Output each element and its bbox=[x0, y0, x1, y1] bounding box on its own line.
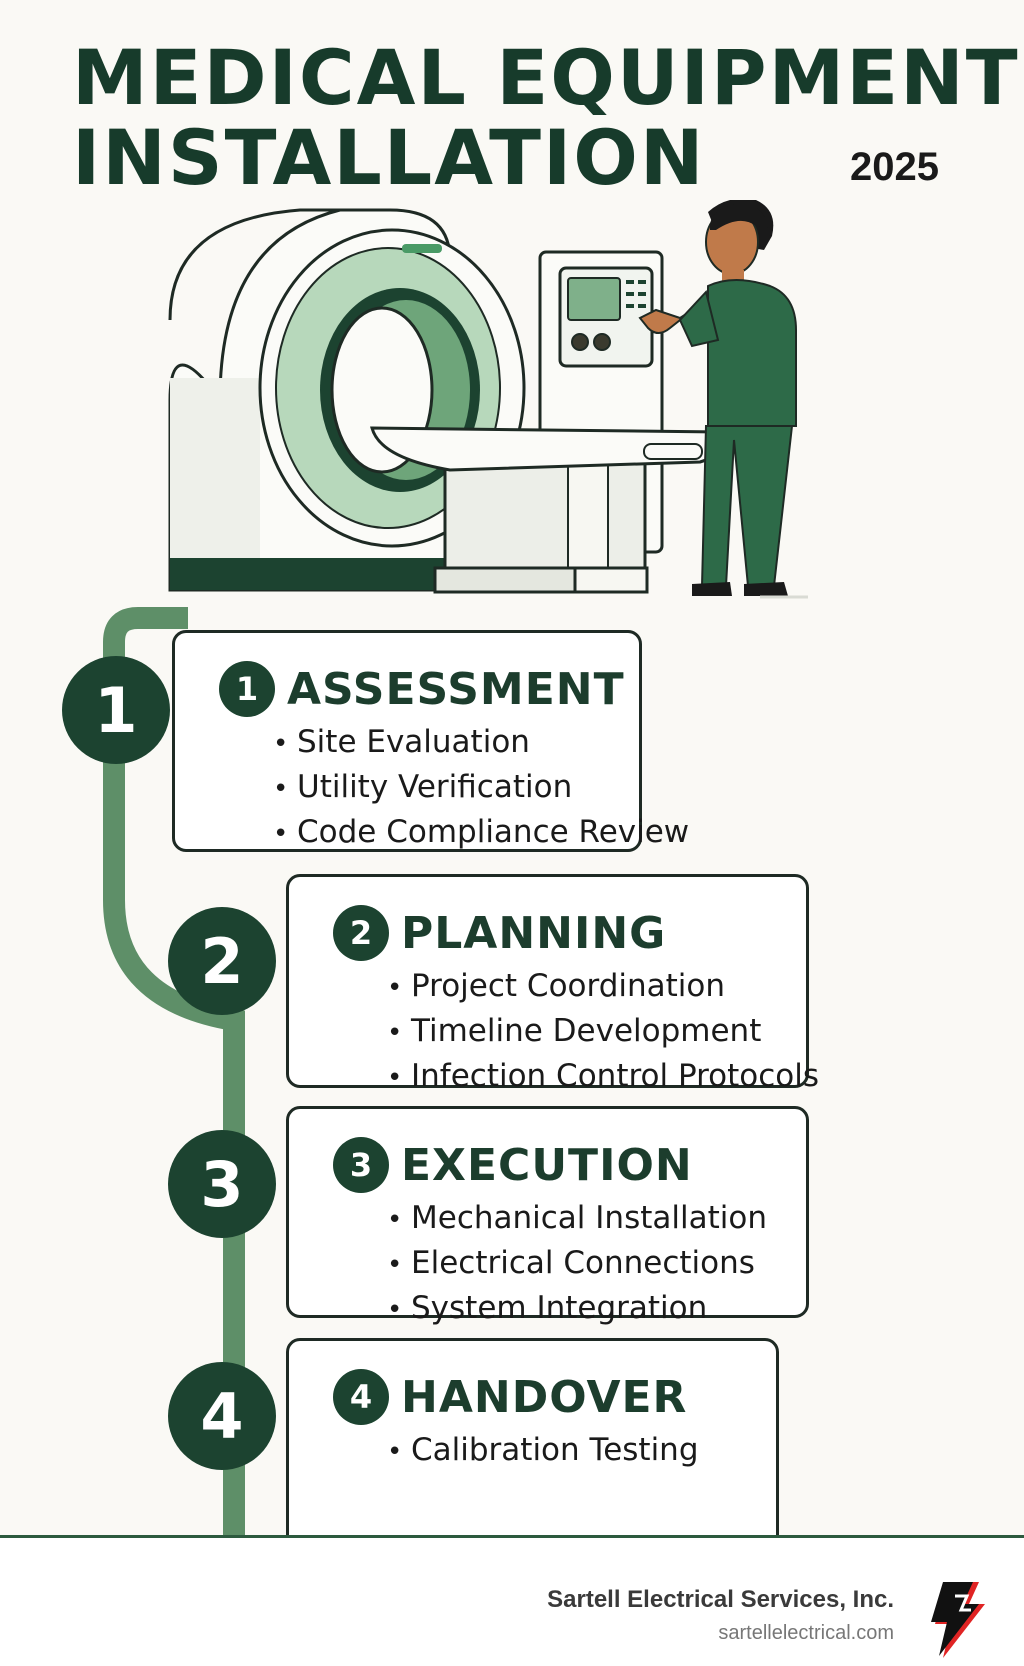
list-item: Electrical Connections bbox=[387, 1242, 767, 1287]
step-item-list: Site Evaluation Utility Verification Cod… bbox=[273, 721, 689, 856]
title-line-1: MEDICAL EQUIPMENT bbox=[72, 33, 1020, 122]
step-title: HANDOVER bbox=[401, 1371, 688, 1423]
lightning-bolt-icon bbox=[931, 1582, 985, 1658]
step-title: EXECUTION bbox=[401, 1139, 693, 1191]
list-item: Utility Verification bbox=[273, 766, 689, 811]
step-item-list: Calibration Testing bbox=[387, 1429, 699, 1474]
step-title: ASSESSMENT bbox=[287, 663, 625, 715]
step-circle-1: 1 bbox=[62, 656, 170, 764]
website-url: sartellelectrical.com bbox=[718, 1622, 894, 1644]
company-name: Sartell Electrical Services, Inc. bbox=[547, 1586, 894, 1613]
list-item: Code Compliance Review bbox=[273, 811, 689, 856]
step-card-handover: 4 HANDOVER Calibration Testing bbox=[286, 1338, 779, 1558]
step-card-execution: 3 EXECUTION Mechanical Installation Elec… bbox=[286, 1106, 809, 1326]
step-circle-2: 2 bbox=[168, 907, 276, 1015]
step-badge: 4 bbox=[333, 1369, 389, 1425]
ct-scanner bbox=[168, 208, 722, 594]
list-item: Project Coordination bbox=[387, 965, 819, 1010]
list-item: Timeline Development bbox=[387, 1010, 819, 1055]
ct-scanner-illustration bbox=[168, 200, 808, 599]
page-title: MEDICAL EQUIPMENT INSTALLATION bbox=[72, 38, 1020, 198]
step-badge: 2 bbox=[333, 905, 389, 961]
footer: Sartell Electrical Services, Inc. sartel… bbox=[0, 1535, 1024, 1666]
step-badge: 3 bbox=[333, 1137, 389, 1193]
step-card-assessment: 1 ASSESSMENT Site Evaluation Utility Ver… bbox=[172, 630, 689, 852]
step-badge: 1 bbox=[219, 661, 275, 717]
list-item: Infection Control Protocols bbox=[387, 1055, 819, 1100]
list-item: System Integration bbox=[387, 1287, 767, 1332]
step-circle-3: 3 bbox=[168, 1130, 276, 1238]
list-item: Site Evaluation bbox=[273, 721, 689, 766]
list-item: Calibration Testing bbox=[387, 1429, 699, 1474]
title-line-2: INSTALLATION bbox=[72, 113, 706, 202]
technician-figure bbox=[638, 200, 797, 596]
step-circle-4: 4 bbox=[168, 1362, 276, 1470]
list-item: Mechanical Installation bbox=[387, 1197, 767, 1242]
step-item-list: Mechanical Installation Electrical Conne… bbox=[387, 1197, 767, 1332]
year-label: 2025 bbox=[850, 145, 939, 189]
step-card-planning: 2 PLANNING Project Coordination Timeline… bbox=[286, 874, 819, 1094]
step-title: PLANNING bbox=[401, 907, 667, 959]
step-item-list: Project Coordination Timeline Developmen… bbox=[387, 965, 819, 1100]
